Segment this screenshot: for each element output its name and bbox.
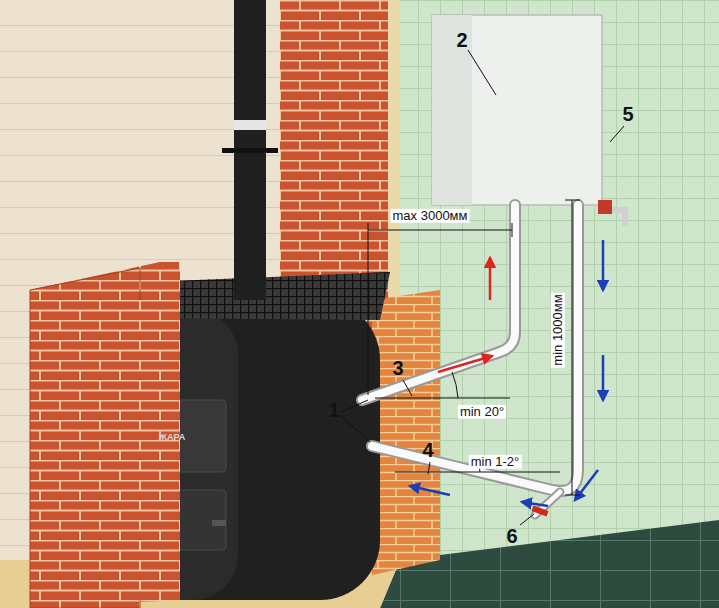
callout-number: 3 (392, 357, 403, 379)
angle-label: min 1-2° (469, 455, 522, 469)
callout-number: 6 (506, 525, 517, 547)
callout-number: 4 (422, 439, 433, 461)
callout-number: 1 (328, 399, 339, 421)
brand-label: ЖАРА (159, 433, 185, 443)
angle-label: min 20° (458, 405, 506, 419)
dimension-label: max 3000мм (391, 209, 470, 223)
dimension-label: min 1000мм (551, 292, 565, 367)
callout-number: 5 (622, 103, 633, 125)
callout-number: 2 (456, 29, 467, 51)
